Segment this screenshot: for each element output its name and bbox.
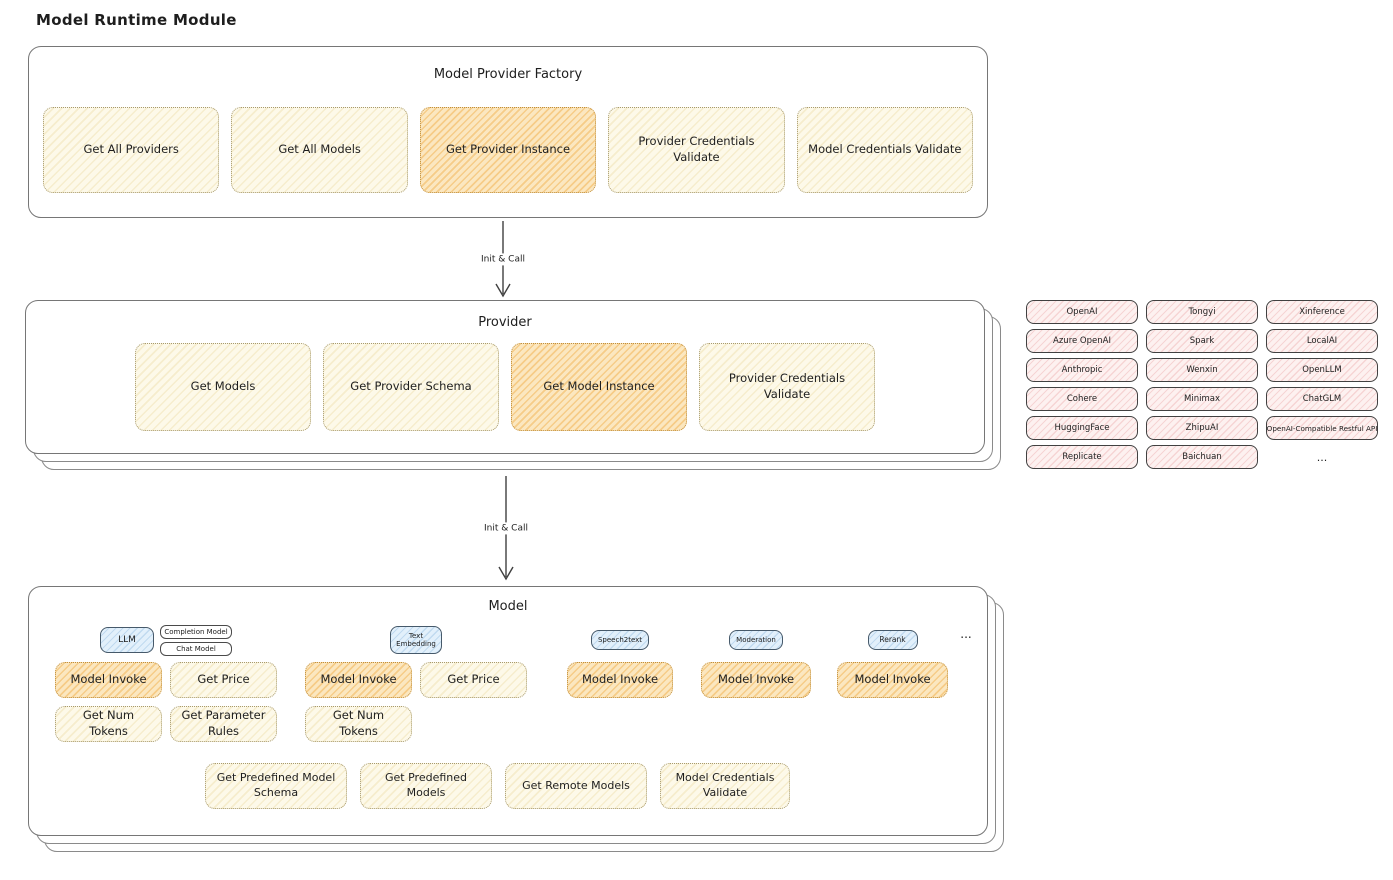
llm-tab-row: LLM Completion Model Chat Model <box>55 623 277 657</box>
moderation-capabilities: Model Invoke <box>701 662 811 698</box>
provider-pill-xinference: Xinference <box>1266 300 1378 324</box>
provider-pill-baichuan: Baichuan <box>1146 445 1258 469</box>
diagram-title: Model Runtime Module <box>36 11 237 29</box>
provider-pill-openai-compatible: OpenAI-Compatible Restful API <box>1266 416 1378 440</box>
tab-moderation: Moderation <box>729 630 783 650</box>
arrow-provider-to-model: Init & Call <box>461 476 551 582</box>
tab-rerank: Rerank <box>867 630 918 650</box>
speech2text-tab-row: Speech2text <box>567 623 673 657</box>
node-llm-get-price: Get Price <box>170 662 277 698</box>
node-s2t-model-invoke: Model Invoke <box>567 662 673 698</box>
factory-title: Model Provider Factory <box>433 67 583 82</box>
node-mod-model-invoke: Model Invoke <box>701 662 811 698</box>
provider-pill-huggingface: HuggingFace <box>1026 416 1138 440</box>
node-get-provider-instance: Get Provider Instance <box>419 107 597 193</box>
provider-pill-anthropic: Anthropic <box>1026 358 1138 382</box>
llm-subtabs: Completion Model Chat Model <box>160 624 232 656</box>
model-title: Model <box>488 599 528 614</box>
node-llm-get-num-tokens: Get Num Tokens <box>55 706 162 742</box>
model-group-rerank: Rerank Model Invoke <box>837 623 948 698</box>
node-model-credentials-validate-2: Model Credentials Validate <box>660 763 790 809</box>
node-te-get-price: Get Price <box>420 662 527 698</box>
node-get-all-models: Get All Models <box>231 107 408 193</box>
provider-list-ellipsis: ... <box>1316 450 1328 464</box>
subtab-chat-model: Chat Model <box>160 641 232 656</box>
node-provider-credentials-validate: Provider Credentials Validate <box>608 107 785 193</box>
provider-list-grid: OpenAI Tongyi Xinference Azure OpenAI Sp… <box>1026 300 1378 469</box>
model-group-llm: LLM Completion Model Chat Model Model In… <box>55 623 277 742</box>
tab-speech2text: Speech2text <box>591 630 649 650</box>
node-provider-credentials-validate-2: Provider Credentials Validate <box>699 343 875 431</box>
node-rerank-model-invoke: Model Invoke <box>837 662 948 698</box>
node-get-model-instance: Get Model Instance <box>511 343 687 431</box>
provider-pill-replicate: Replicate <box>1026 445 1138 469</box>
provider-pill-spark: Spark <box>1146 329 1258 353</box>
text-embedding-tab-row: Text Embedding <box>305 623 527 657</box>
node-get-models: Get Models <box>135 343 311 431</box>
model-stack: Model LLM Completion Model Chat Model Mo… <box>28 586 1008 856</box>
provider-pill-cohere: Cohere <box>1026 387 1138 411</box>
model-group-speech2text: Speech2text Model Invoke <box>567 623 673 698</box>
node-get-predefined-models: Get Predefined Models <box>360 763 492 809</box>
model-tabs-ellipsis: ... <box>960 627 972 641</box>
node-llm-get-parameter-rules: Get Parameter Rules <box>170 706 277 742</box>
provider-stack: Provider Get Models Get Provider Schema … <box>25 300 1005 472</box>
model-group-text-embedding: Text Embedding Model Invoke Get Price Ge… <box>305 623 527 742</box>
subtab-completion-model: Completion Model <box>160 624 232 639</box>
provider-pill-minimax: Minimax <box>1146 387 1258 411</box>
provider-pill-localai: LocalAI <box>1266 329 1378 353</box>
node-get-provider-schema: Get Provider Schema <box>323 343 499 431</box>
provider-pill-azure-openai: Azure OpenAI <box>1026 329 1138 353</box>
provider-pill-chatglm: ChatGLM <box>1266 387 1378 411</box>
provider-title: Provider <box>478 315 532 330</box>
arrow-label-init-call-2: Init & Call <box>481 522 531 535</box>
node-get-predefined-model-schema: Get Predefined Model Schema <box>205 763 347 809</box>
factory-items: Get All Providers Get All Models Get Pro… <box>43 107 974 193</box>
model-group-moderation: Moderation Model Invoke <box>701 623 811 698</box>
node-get-remote-models: Get Remote Models <box>505 763 647 809</box>
provider-box: Provider Get Models Get Provider Schema … <box>25 300 985 454</box>
rerank-tab-row: Rerank <box>837 623 948 657</box>
provider-pill-openai: OpenAI <box>1026 300 1138 324</box>
arrow-factory-to-provider: Init & Call <box>458 221 548 299</box>
provider-pill-openllm: OpenLLM <box>1266 358 1378 382</box>
llm-capabilities: Model Invoke Get Price Get Num Tokens Ge… <box>55 662 277 742</box>
tab-llm: LLM <box>100 627 154 653</box>
model-bottom-row: Get Predefined Model Schema Get Predefin… <box>205 763 790 809</box>
model-provider-factory-box: Model Provider Factory Get All Providers… <box>28 46 988 218</box>
model-box: Model LLM Completion Model Chat Model Mo… <box>28 586 988 836</box>
speech2text-capabilities: Model Invoke <box>567 662 673 698</box>
tab-text-embedding: Text Embedding <box>390 626 442 654</box>
node-te-model-invoke: Model Invoke <box>305 662 412 698</box>
moderation-tab-row: Moderation <box>701 623 811 657</box>
node-get-all-providers: Get All Providers <box>43 107 220 193</box>
node-te-get-num-tokens: Get Num Tokens <box>305 706 412 742</box>
provider-items: Get Models Get Provider Schema Get Model… <box>26 343 984 431</box>
text-embedding-capabilities: Model Invoke Get Price Get Num Tokens <box>305 662 527 742</box>
provider-pill-wenxin: Wenxin <box>1146 358 1258 382</box>
provider-pill-zhipuai: ZhipuAI <box>1146 416 1258 440</box>
arrow-label-init-call: Init & Call <box>478 253 528 266</box>
rerank-capabilities: Model Invoke <box>837 662 948 698</box>
provider-pill-tongyi: Tongyi <box>1146 300 1258 324</box>
node-model-credentials-validate: Model Credentials Validate <box>796 107 974 193</box>
node-llm-model-invoke: Model Invoke <box>55 662 162 698</box>
